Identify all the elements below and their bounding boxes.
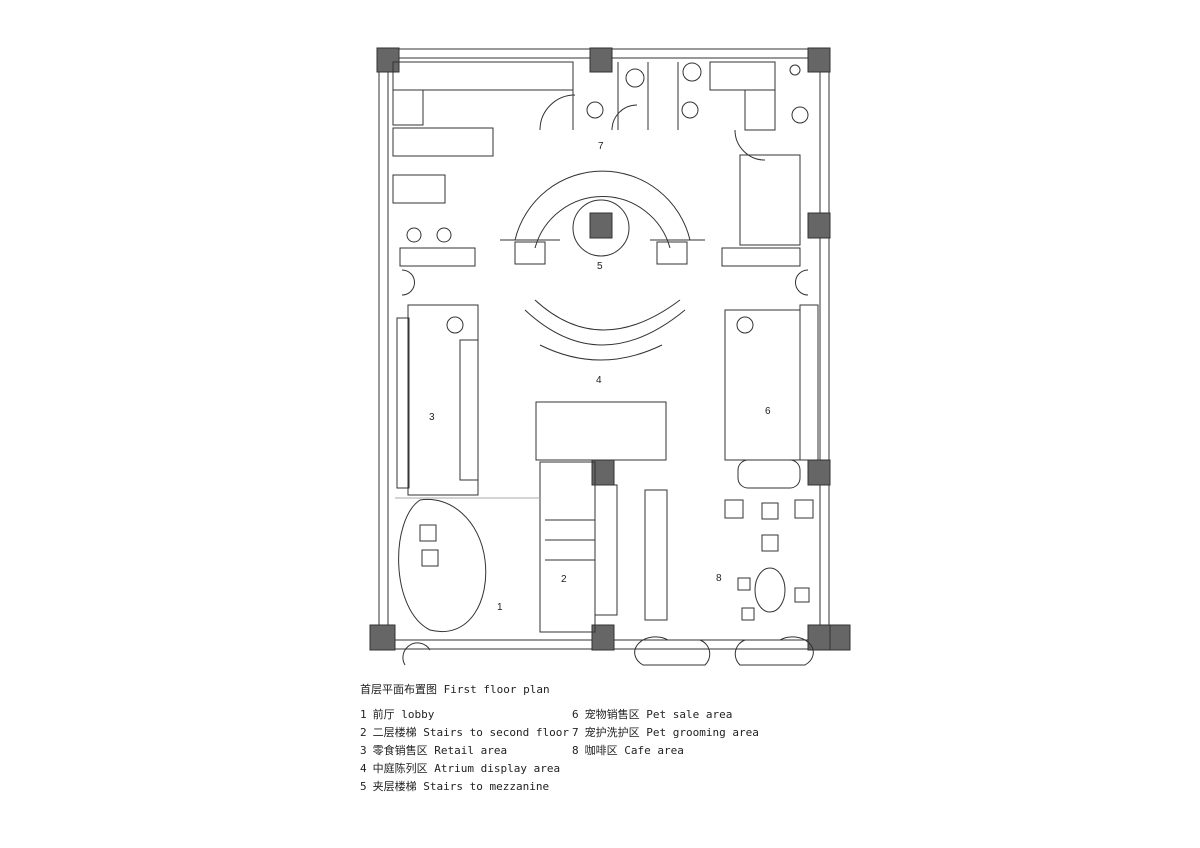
legend-item: 1 前厅 lobby — [360, 706, 575, 724]
outer-walls — [378, 48, 830, 650]
spiral-stair — [500, 170, 705, 265]
grooming-rooms — [392, 61, 809, 267]
cafe-furniture — [724, 499, 814, 621]
legend-number: 4 — [360, 762, 367, 775]
legend-label: 夹层楼梯 Stairs to mezzanine — [372, 780, 550, 793]
central-counter — [535, 401, 668, 633]
entrance-doors — [402, 636, 814, 666]
lobby-reception — [395, 497, 540, 632]
room-number-2: 2 — [561, 574, 567, 585]
room-number-6: 6 — [765, 406, 771, 417]
room-number-8: 8 — [716, 573, 722, 584]
room-numbers: 1 2 3 4 5 6 7 8 — [429, 141, 771, 613]
room-number-1: 1 — [497, 602, 503, 613]
room-number-5: 5 — [597, 261, 603, 272]
room-number-4: 4 — [596, 375, 602, 386]
legend-label: 宠物销售区 Pet sale area — [584, 708, 733, 721]
legend-number: 2 — [360, 726, 367, 739]
legend-item: 7 宠护洗护区 Pet grooming area — [572, 724, 765, 742]
legend-item: 4 中庭陈列区 Atrium display area — [360, 760, 575, 778]
legend-label: 前厅 lobby — [372, 708, 435, 721]
legend-label: 二层楼梯 Stairs to second floor — [372, 726, 569, 739]
atrium-display-arc — [524, 299, 686, 361]
legend-item: 6 宠物销售区 Pet sale area — [572, 706, 765, 724]
legend-label: 中庭陈列区 Atrium display area — [372, 762, 561, 775]
plan-title: 首层平面布置图 First floor plan — [360, 683, 550, 696]
legend-right-column: 6 宠物销售区 Pet sale area 7 宠护洗护区 Pet grooming… — [572, 706, 765, 760]
pet-sale-shelving — [724, 269, 819, 489]
legend-number: 7 — [572, 726, 579, 739]
legend-item: 8 咖啡区 Cafe area — [572, 742, 765, 760]
legend-label: 咖啡区 Cafe area — [584, 744, 684, 757]
legend-item: 5 夹层楼梯 Stairs to mezzanine — [360, 778, 575, 796]
structural-columns — [369, 47, 851, 651]
room-number-3: 3 — [429, 412, 435, 423]
legend-left-column: 1 前厅 lobby 2 二层楼梯 Stairs to second floor 3… — [360, 706, 575, 796]
legend-item: 3 零食销售区 Retail area — [360, 742, 575, 760]
room-number-7: 7 — [598, 141, 604, 152]
legend-number: 5 — [360, 780, 367, 793]
legend-number: 8 — [572, 744, 579, 757]
legend-item: 2 二层楼梯 Stairs to second floor — [360, 724, 575, 742]
legend-number: 3 — [360, 744, 367, 757]
legend-number: 6 — [572, 708, 579, 721]
retail-shelving — [396, 269, 479, 496]
legend-label: 宠护洗护区 Pet grooming area — [584, 726, 759, 739]
legend-label: 零食销售区 Retail area — [372, 744, 508, 757]
legend-number: 1 — [360, 708, 367, 721]
